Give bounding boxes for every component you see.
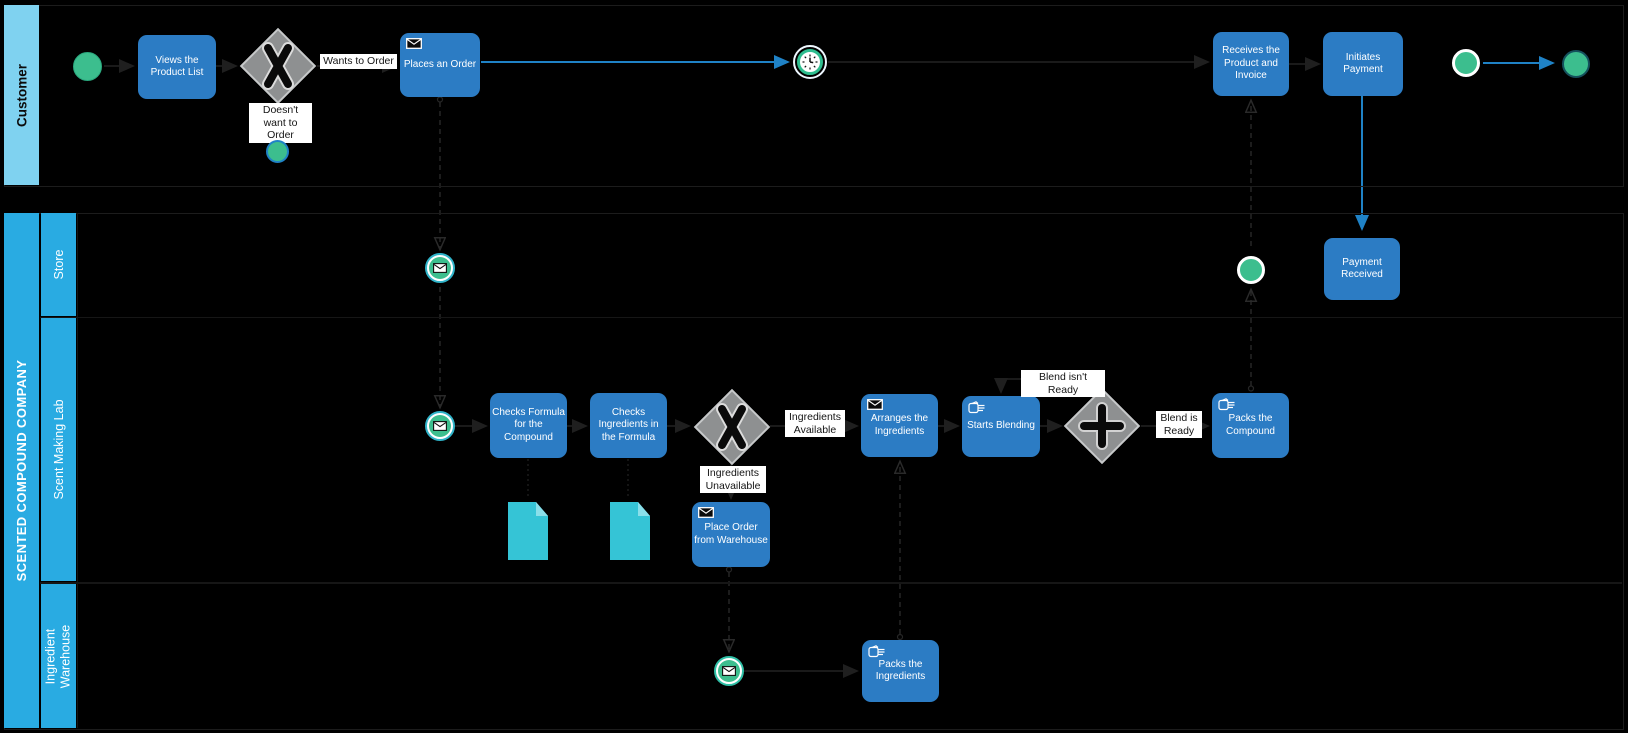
hand-icon: [868, 645, 886, 663]
flow-label-blend-is-ready[interactable]: Blend is Ready: [1156, 411, 1202, 439]
task-label: Starts Blending: [967, 420, 1035, 432]
flow-label-blend-isnt-ready[interactable]: Blend isn't Ready: [1021, 370, 1105, 398]
data-object-ingredients-list[interactable]: [610, 502, 650, 560]
hand-icon: [1218, 398, 1236, 416]
lane-ingredient-warehouse[interactable]: [40, 584, 76, 728]
lane-label-ingredient-warehouse: Ingredient Warehouse: [43, 624, 72, 688]
task-packs-compound[interactable]: Packs the Compound: [1212, 393, 1289, 458]
task-label: Initiates Payment: [1343, 51, 1383, 76]
task-payment-received[interactable]: Payment Received: [1324, 238, 1400, 300]
data-object-formula[interactable]: [508, 502, 548, 560]
lane-divider: [40, 582, 1622, 584]
task-packs-ingredients[interactable]: Packs the Ingredients: [862, 640, 939, 702]
customer-pool-label-strip[interactable]: [4, 5, 39, 185]
message-event-lab[interactable]: [425, 411, 455, 441]
envelope-icon: [406, 38, 422, 54]
task-place-order-warehouse[interactable]: Place Order from Warehouse: [692, 502, 770, 567]
task-label: Views the Product List: [150, 54, 204, 79]
x-marker-icon: [715, 402, 748, 451]
flow-label-ingredients-unavailable[interactable]: Ingredients Unavailable: [700, 466, 766, 494]
x-marker-icon: [262, 42, 294, 90]
intermediate-event-payment-done[interactable]: [1452, 49, 1480, 77]
task-receives-product[interactable]: Receives the Product and Invoice: [1213, 32, 1289, 96]
task-label: Payment Received: [1341, 256, 1383, 281]
plus-marker-icon: [1077, 402, 1126, 450]
task-label: Packs the Ingredients: [875, 658, 926, 683]
company-pool-label: SCENTED COMPOUND COMPANY: [14, 359, 29, 582]
clock-icon: [797, 49, 823, 75]
task-label: Arranges the Ingredients: [870, 413, 929, 437]
task-label: Place Order from Warehouse: [694, 522, 768, 546]
task-places-order[interactable]: Places an Order: [400, 33, 480, 97]
company-pool-label-strip[interactable]: [4, 213, 39, 728]
lane-label-store: Store: [51, 249, 65, 280]
start-event-customer[interactable]: [73, 52, 102, 81]
task-label: Receives the Product and Invoice: [1222, 45, 1280, 82]
task-initiates-payment[interactable]: Initiates Payment: [1323, 32, 1403, 96]
timer-event[interactable]: [793, 45, 827, 79]
task-starts-blending[interactable]: Starts Blending: [962, 396, 1040, 457]
end-event-doesnt-want[interactable]: [266, 140, 289, 163]
task-checks-formula[interactable]: Checks Formula for the Compound: [490, 393, 567, 458]
lane-divider: [76, 213, 78, 728]
event-store-product-sent[interactable]: [1237, 256, 1265, 284]
envelope-icon: [698, 507, 714, 523]
lane-label-scent-making-lab: Scent Making Lab: [51, 399, 65, 500]
end-event-customer[interactable]: [1562, 50, 1590, 78]
task-arranges-ingredients[interactable]: Arranges the Ingredients: [861, 394, 938, 457]
task-views-product-list[interactable]: Views the Product List: [138, 35, 216, 99]
envelope-icon: [867, 399, 883, 415]
task-label: Places an Order: [403, 58, 477, 70]
task-label: Packs the Compound: [1226, 413, 1275, 437]
message-event-store[interactable]: [425, 253, 455, 283]
task-label: Checks Formula for the Compound: [492, 406, 565, 443]
flow-label-wants-to-order[interactable]: Wants to Order: [320, 54, 397, 69]
lane-divider: [40, 316, 1622, 318]
lane-scent-making-lab[interactable]: [40, 318, 76, 581]
flow-label-ingredients-available[interactable]: Ingredients Available: [785, 410, 845, 438]
envelope-circle-icon: [429, 415, 451, 437]
customer-pool-label: Customer: [14, 63, 29, 127]
envelope-circle-icon: [429, 257, 451, 279]
envelope-circle-icon: [718, 660, 740, 682]
lane-store[interactable]: [40, 213, 76, 316]
hand-icon: [968, 401, 986, 419]
flow-label-doesnt-want-to-order[interactable]: Doesn't want to Order: [249, 103, 312, 143]
task-label: Checks Ingredients in the Formula: [598, 406, 659, 443]
task-checks-ingredients[interactable]: Checks Ingredients in the Formula: [590, 393, 667, 458]
message-event-warehouse[interactable]: [714, 656, 744, 686]
